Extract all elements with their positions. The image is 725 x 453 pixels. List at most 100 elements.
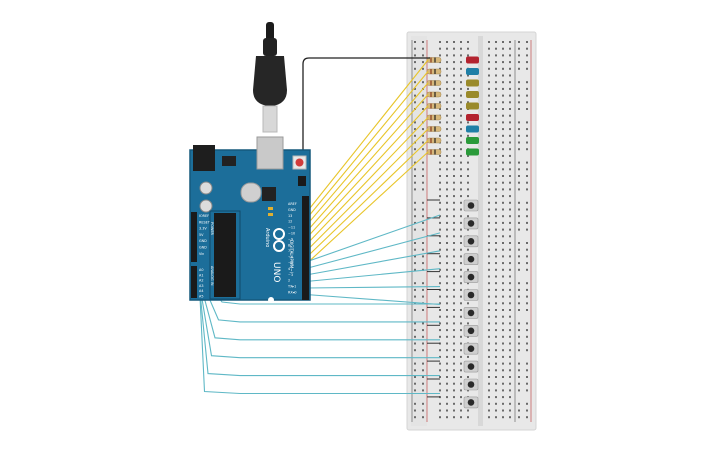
breadboard-hole — [414, 255, 416, 258]
breadboard-hole — [439, 362, 441, 365]
resistor[interactable] — [426, 103, 442, 109]
breadboard-hole — [414, 248, 416, 251]
breadboard-hole — [414, 47, 416, 50]
breadboard-hole — [467, 248, 469, 251]
arduino-uno-board[interactable]: UNO Arduino DIGITAL (PWM~) ANALOG IN POW… — [189, 136, 311, 303]
breadboard-hole — [414, 161, 416, 164]
breadboard-hole — [495, 208, 497, 211]
led-signal-wire[interactable] — [305, 151, 429, 265]
breadboard-hole — [446, 54, 448, 57]
breadboard-hole — [467, 41, 469, 43]
breadboard-hole — [488, 74, 490, 77]
breadboard-hole — [460, 409, 462, 412]
breadboard-hole — [488, 295, 490, 298]
breadboard-hole — [414, 54, 416, 57]
breadboard-hole — [502, 208, 504, 211]
breadboard-hole — [495, 349, 497, 352]
breadboard-hole — [518, 41, 520, 43]
button-signal-wire[interactable] — [305, 232, 441, 270]
breadboard-hole — [509, 148, 511, 151]
breadboard-hole — [526, 121, 528, 124]
led[interactable] — [466, 79, 479, 87]
led-signal-wire[interactable] — [305, 59, 429, 214]
breadboard-hole — [422, 215, 424, 218]
breadboard-hole — [439, 322, 441, 325]
led-signal-wire[interactable] — [305, 71, 429, 220]
breadboard-hole — [488, 288, 490, 291]
breadboard-hole — [488, 242, 490, 244]
breadboard-hole — [509, 161, 511, 164]
breadboard-hole — [422, 329, 424, 332]
breadboard-hole — [518, 309, 520, 311]
button-signal-wire[interactable] — [199, 291, 440, 377]
led[interactable] — [466, 56, 479, 64]
breadboard-hole — [453, 416, 455, 419]
breadboard-hole — [414, 168, 416, 171]
led[interactable] — [466, 91, 479, 98]
button-signal-wire[interactable] — [305, 268, 441, 283]
breadboard-hole — [509, 175, 511, 177]
led-signal-wire[interactable] — [305, 140, 429, 259]
led-signal-wire[interactable] — [305, 128, 429, 252]
button-signal-wire[interactable] — [199, 296, 440, 395]
breadboard-hole — [414, 295, 416, 298]
breadboard-hole — [453, 349, 455, 352]
breadboard-hole — [467, 47, 469, 50]
resistor[interactable] — [426, 137, 442, 144]
led[interactable] — [466, 148, 479, 156]
resistor[interactable] — [426, 126, 442, 132]
led[interactable] — [466, 102, 479, 110]
usb-cable[interactable] — [253, 22, 287, 133]
resistor[interactable] — [426, 91, 442, 98]
led[interactable] — [466, 137, 479, 144]
button-signal-wire[interactable] — [305, 250, 441, 276]
power-pin-label: 3.3V — [199, 227, 207, 231]
breadboard-hole — [495, 47, 497, 50]
breadboard-hole — [453, 282, 455, 285]
gnd-wire[interactable] — [302, 57, 430, 182]
breadboard-hole — [509, 376, 511, 378]
resistor[interactable] — [426, 114, 442, 121]
breadboard-hole — [518, 215, 520, 218]
breadboard-hole — [518, 87, 520, 90]
button-signal-wire[interactable] — [199, 286, 440, 359]
resistor[interactable] — [426, 80, 442, 86]
breadboard-hole — [502, 396, 504, 399]
led[interactable] — [466, 68, 479, 75]
button-signal-wire[interactable] — [305, 293, 441, 306]
breadboard-hole — [502, 134, 504, 137]
breadboard-hole — [495, 54, 497, 57]
breadboard-hole — [526, 181, 528, 184]
breadboard-hole — [446, 74, 448, 77]
led[interactable] — [466, 125, 479, 133]
analog-pin-label: A2 — [199, 279, 203, 283]
breadboard-hole — [422, 188, 424, 191]
power-pin-label: 5V — [199, 233, 204, 237]
led-signal-wire[interactable] — [305, 105, 429, 239]
analog-pin-label: A4 — [199, 289, 203, 293]
breadboard-hole — [453, 74, 455, 77]
button-signal-wire[interactable] — [305, 286, 441, 289]
breadboard-hole — [526, 349, 528, 352]
led-signal-wire[interactable] — [305, 94, 429, 233]
resistor[interactable] — [426, 68, 442, 75]
breadboard-hole — [526, 188, 528, 191]
button-signal-wire[interactable] — [305, 214, 441, 263]
button-signal-wire[interactable] — [199, 281, 440, 341]
breadboard-hole — [488, 121, 490, 124]
breadboard-hole — [488, 376, 490, 378]
usb-cable-tail — [266, 22, 274, 42]
resistor[interactable] — [426, 149, 442, 155]
breadboard-hole — [518, 108, 520, 110]
breadboard-hole — [502, 416, 504, 419]
breadboard-hole — [495, 362, 497, 365]
led-signal-wire[interactable] — [305, 82, 429, 227]
breadboard-hole — [439, 402, 441, 405]
usb-jack — [256, 136, 284, 170]
led[interactable] — [466, 114, 479, 121]
breadboard-hole — [460, 235, 462, 238]
led-signal-wire[interactable] — [305, 117, 429, 246]
breadboard-hole — [526, 67, 528, 70]
breadboard-hole — [460, 382, 462, 385]
pushbutton-cap — [467, 238, 475, 245]
